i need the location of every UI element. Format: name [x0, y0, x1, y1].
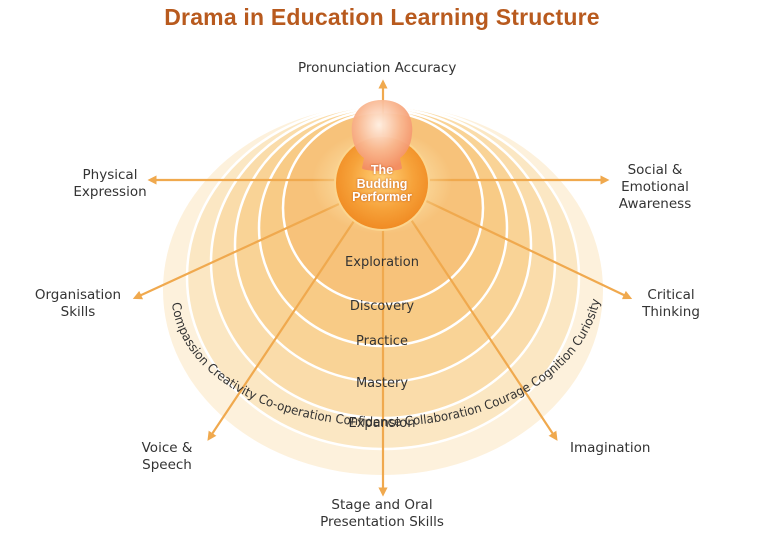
performer-head-icon	[351, 100, 413, 171]
page-title: Drama in Education Learning Structure	[164, 4, 600, 30]
outcome-line: Skills	[60, 304, 96, 320]
outcome-pronunciation: Pronunciation Accuracy	[298, 60, 457, 76]
center-label-line: Performer	[352, 190, 412, 204]
outcome-line: Awareness	[618, 196, 692, 212]
stage-label-discovery: Discovery	[349, 299, 415, 314]
outcome-line: Speech	[142, 457, 192, 473]
center-label-line: Budding	[356, 176, 408, 191]
arrow-voice	[207, 211, 361, 441]
outcome-stage: Stage and Oral Presentation Skills	[302, 497, 462, 531]
outcome-line: Organisation	[34, 287, 122, 303]
outcome-line: Emotional	[621, 179, 689, 195]
stage-label-expansion: Expansion	[348, 416, 416, 431]
outcome-line: Stage and Oral	[331, 497, 433, 513]
stage-label-exploration: Exploration	[345, 255, 419, 270]
outcome-line: Voice &	[141, 440, 193, 456]
center-label: The Budding Performer	[330, 163, 434, 205]
outcome-line: Social &	[627, 162, 683, 178]
center-label-line: The	[370, 163, 394, 177]
outcome-line: Physical	[82, 167, 138, 183]
outcome-arrows	[132, 79, 633, 497]
outcome-social: Social & Emotional Awareness	[600, 162, 710, 213]
outcome-line: Thinking	[642, 304, 700, 320]
outcome-line: Expression	[73, 184, 147, 200]
arrow-organisation	[132, 197, 353, 300]
outcome-imagination: Imagination	[570, 440, 651, 456]
center-figure	[312, 100, 452, 234]
stage-label-practice: Practice	[356, 334, 408, 349]
arrow-imagination	[405, 211, 558, 441]
arrow-critical	[419, 197, 633, 300]
stage-label-mastery: Mastery	[355, 376, 409, 391]
outcome-organisation: Organisation Skills	[20, 287, 136, 321]
outcome-physical: Physical Expression	[60, 167, 160, 201]
outcome-voice: Voice & Speech	[122, 440, 212, 474]
outcome-line: Presentation Skills	[320, 514, 444, 530]
outcome-critical: Critical Thinking	[626, 287, 716, 321]
outcome-line: Critical	[647, 287, 695, 303]
value-word: Confidence	[331, 410, 402, 429]
